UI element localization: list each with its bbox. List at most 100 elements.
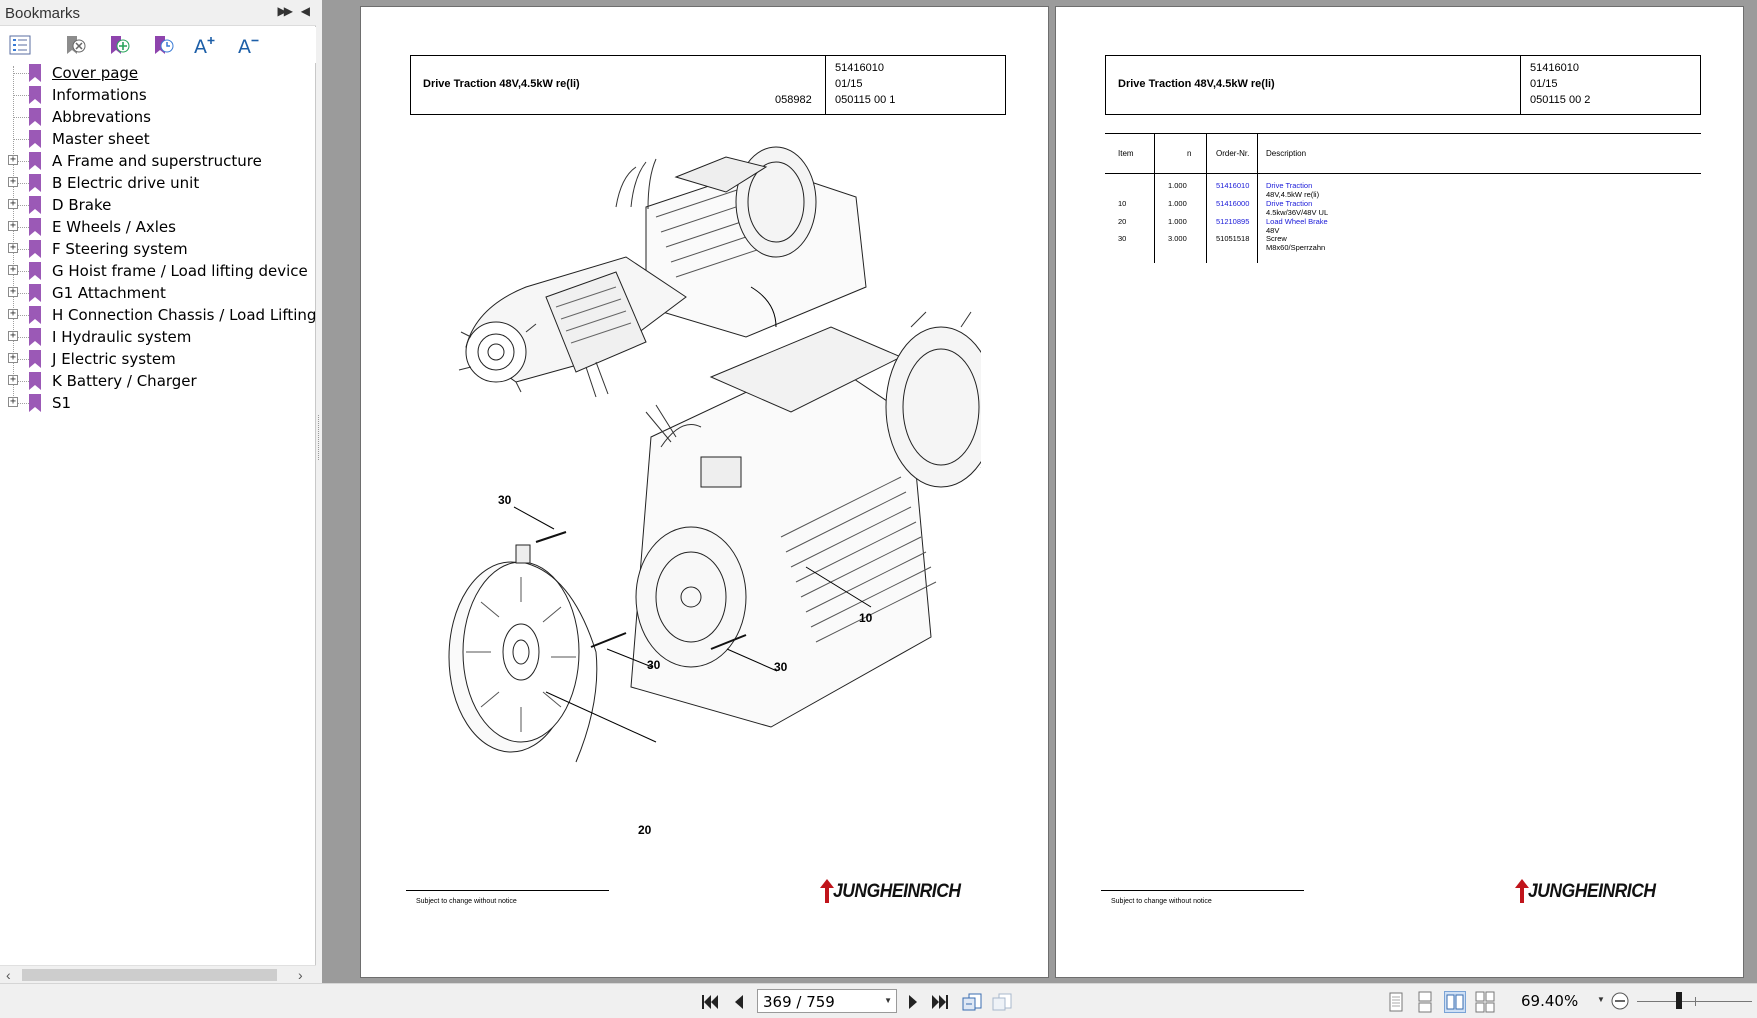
zoom-out-icon[interactable] xyxy=(1610,991,1630,1011)
brand-logo: JUNGHEINRICH xyxy=(819,875,969,909)
expand-node-icon[interactable]: + xyxy=(8,242,18,253)
bookmark-icon xyxy=(29,174,41,192)
two-page-continuous-view-icon[interactable] xyxy=(1474,991,1496,1013)
bookmark-label: A Frame and superstructure xyxy=(52,152,262,170)
drawing-number: 058982 xyxy=(775,94,812,106)
quantity-cell: 3.000 xyxy=(1168,234,1187,243)
pdf-page-right: Drive Traction 48V,4.5kW re(li) 51416010… xyxy=(1055,6,1744,978)
expand-node-icon[interactable]: + xyxy=(8,176,18,187)
next-view-icon[interactable] xyxy=(991,992,1012,1012)
page-number-input[interactable] xyxy=(763,993,873,1011)
expand-node-icon[interactable]: + xyxy=(8,374,18,385)
bookmark-item[interactable]: Master sheet xyxy=(0,128,316,150)
bookmark-label: S1 xyxy=(52,394,72,412)
single-page-view-icon[interactable] xyxy=(1385,991,1407,1013)
expand-node-icon[interactable]: + xyxy=(8,330,18,341)
zoom-slider-thumb[interactable] xyxy=(1676,992,1682,1009)
bookmark-options-icon[interactable] xyxy=(6,31,34,59)
expand-node-icon[interactable]: + xyxy=(8,286,18,297)
bookmark-label: J Electric system xyxy=(52,350,176,368)
bookmark-icon xyxy=(29,350,41,368)
first-page-icon[interactable] xyxy=(700,992,720,1012)
bookmark-item[interactable]: +G Hoist frame / Load lifting device xyxy=(0,260,316,282)
bookmark-item[interactable]: + A Frame and superstructure xyxy=(0,150,316,172)
revision-date: 01/15 xyxy=(1530,78,1558,90)
expand-node-icon[interactable]: + xyxy=(8,264,18,275)
bookmark-label: I Hydraulic system xyxy=(52,328,192,346)
bookmark-item[interactable]: Informations xyxy=(0,84,316,106)
bookmark-item[interactable]: Cover page xyxy=(0,62,316,84)
delete-bookmark-icon[interactable] xyxy=(61,31,89,59)
document-view[interactable]: Drive Traction 48V,4.5kW re(li) 058982 5… xyxy=(322,0,1757,983)
bookmark-item[interactable]: + I Hydraulic system xyxy=(0,326,316,348)
expand-node-icon[interactable]: + xyxy=(8,154,18,165)
increase-font-icon[interactable]: A xyxy=(191,31,219,59)
chevron-down-icon[interactable]: ▼ xyxy=(1597,995,1605,1004)
scroll-right-icon[interactable]: › xyxy=(298,967,303,983)
description-detail-cell: 48V xyxy=(1266,226,1280,235)
page-number-field[interactable]: ▼ xyxy=(757,989,897,1013)
expand-node-icon[interactable]: + xyxy=(8,198,18,209)
chevron-down-icon[interactable]: ▼ xyxy=(884,996,892,1005)
bookmark-item[interactable]: + D Brake xyxy=(0,194,316,216)
bookmark-label: F Steering system xyxy=(52,240,188,258)
bookmark-item[interactable]: + S1 xyxy=(0,392,316,414)
bookmark-item[interactable]: +B Electric drive unit xyxy=(0,172,316,194)
expand-node-icon[interactable]: + xyxy=(8,352,18,363)
next-page-icon[interactable] xyxy=(903,992,923,1012)
expand-node-icon[interactable]: + xyxy=(8,308,18,319)
triangle-left-icon[interactable]: ◀ xyxy=(300,4,310,18)
bookmark-item[interactable]: + E Wheels / Axles xyxy=(0,216,316,238)
bookmark-label: D Brake xyxy=(52,196,112,214)
continuous-view-icon[interactable] xyxy=(1414,991,1436,1013)
page-title: Drive Traction 48V,4.5kW re(li) xyxy=(1118,78,1275,90)
bookmark-item[interactable]: + J Electric system xyxy=(0,348,316,370)
previous-page-icon[interactable] xyxy=(729,992,749,1012)
exploded-drawing xyxy=(448,146,981,763)
add-bookmark-icon[interactable] xyxy=(105,31,133,59)
bookmark-icon xyxy=(29,306,41,324)
order-number-cell[interactable]: 51416000 xyxy=(1216,199,1250,208)
order-number-cell[interactable]: 51416010 xyxy=(1216,181,1250,190)
bookmark-item[interactable]: +H Connection Chassis / Load Lifting Dev… xyxy=(0,304,316,326)
zoom-slider-tick xyxy=(1695,997,1696,1006)
bookmark-label: Informations xyxy=(52,86,147,104)
last-page-icon[interactable] xyxy=(930,992,950,1012)
bookmark-item[interactable]: + K Battery / Charger xyxy=(0,370,316,392)
column-header: Item xyxy=(1118,149,1134,158)
two-page-view-icon[interactable] xyxy=(1444,991,1466,1013)
bookmark-label: Master sheet xyxy=(52,130,150,148)
description-cell[interactable]: Drive Traction xyxy=(1266,199,1313,208)
decrease-font-icon[interactable]: A xyxy=(235,31,263,59)
previous-view-icon[interactable] xyxy=(961,992,982,1012)
page-title: Drive Traction 48V,4.5kW re(li) xyxy=(423,78,580,90)
expand-node-icon[interactable]: + xyxy=(8,220,18,231)
bookmark-icon xyxy=(29,64,41,82)
bookmark-item[interactable]: Abbrevations xyxy=(0,106,316,128)
bookmark-label: G1 Attachment xyxy=(52,284,166,302)
expand-bookmark-icon[interactable] xyxy=(149,31,177,59)
double-chevron-right-icon[interactable]: ▶▶ xyxy=(277,4,294,18)
zoom-slider-track[interactable] xyxy=(1637,1001,1752,1002)
order-number-cell[interactable]: 51210895 xyxy=(1216,217,1250,226)
title-block: Drive Traction 48V,4.5kW re(li) 51416010… xyxy=(1105,55,1701,115)
bookmark-icon xyxy=(29,394,41,412)
bookmark-label: E Wheels / Axles xyxy=(52,218,176,236)
revision-date: 01/15 xyxy=(835,78,863,90)
bookmark-item[interactable]: + G1 Attachment xyxy=(0,282,316,304)
bookmark-icon xyxy=(29,152,41,170)
bookmark-item[interactable]: + F Steering system xyxy=(0,238,316,260)
description-cell[interactable]: Load Wheel Brake xyxy=(1266,217,1328,226)
document-number: 050115 00 1 xyxy=(835,94,896,106)
bookmark-icon xyxy=(29,196,41,214)
scroll-left-icon[interactable]: ‹ xyxy=(6,967,11,983)
description-cell[interactable]: Drive Traction xyxy=(1266,181,1313,190)
svg-text:A: A xyxy=(238,36,251,56)
zoom-level[interactable]: 69.40% xyxy=(1521,992,1579,1010)
bookmarks-horizontal-scrollbar[interactable]: ‹ › xyxy=(0,965,316,983)
scrollbar-thumb[interactable] xyxy=(22,969,277,981)
panel-splitter[interactable] xyxy=(316,0,322,983)
bookmark-label: K Battery / Charger xyxy=(52,372,197,390)
expand-node-icon[interactable]: + xyxy=(8,396,18,407)
